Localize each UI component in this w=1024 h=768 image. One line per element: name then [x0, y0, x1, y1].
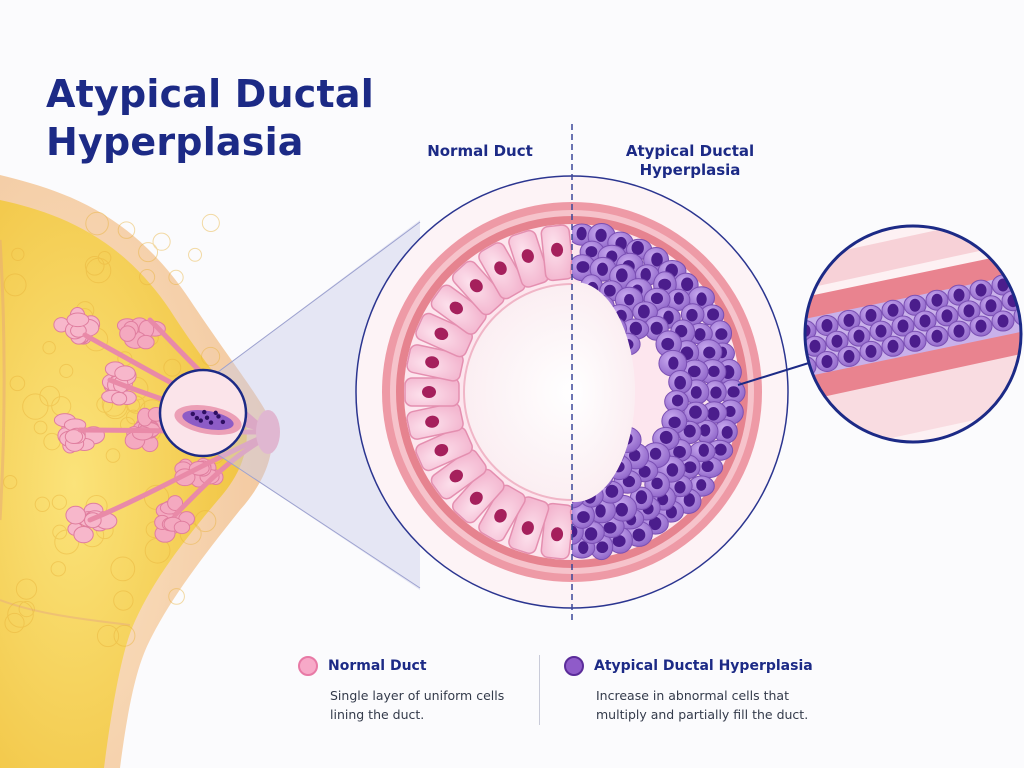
page-title: Atypical Ductal Hyperplasia — [46, 70, 374, 166]
atypical-cell — [708, 320, 733, 347]
zoom-cell — [979, 295, 1003, 317]
atypical-epithelial-cells — [572, 222, 746, 561]
zoom-leader-line — [737, 361, 813, 386]
zoom-cell — [957, 300, 981, 322]
normal-cell — [478, 242, 526, 300]
zoom-cell — [969, 315, 993, 337]
zoom-cell — [805, 320, 817, 342]
atypical-cell-swatch-icon — [564, 656, 584, 676]
zoom-cell — [859, 304, 883, 326]
zoom-cell — [815, 350, 839, 372]
cell-zoom-circle — [803, 224, 1023, 444]
legend-adh: Atypical Ductal Hyperplasia Increase in … — [564, 656, 844, 724]
zoom-cell — [991, 310, 1015, 332]
normal-epithelial-cells — [404, 224, 572, 560]
duct-lumen — [464, 284, 572, 500]
magnification-wedge — [214, 220, 420, 590]
normal-cell — [415, 426, 473, 472]
zoom-cell — [969, 279, 993, 301]
lobule — [116, 317, 166, 350]
normal-cell — [404, 377, 460, 407]
duct-magnifier-ring — [158, 368, 248, 458]
zoom-cell — [925, 289, 949, 311]
nipple — [256, 410, 280, 454]
zoom-cell — [935, 305, 959, 327]
atypical-cell — [689, 441, 716, 463]
atypical-cell — [572, 254, 597, 282]
zoom-cell — [847, 325, 871, 347]
normal-cell — [406, 344, 464, 382]
title-line-1: Atypical Ductal — [46, 72, 374, 116]
title-line-2: Hyperplasia — [46, 120, 304, 164]
atypical-cell — [658, 349, 688, 377]
legend-adh-name: Atypical Ductal Hyperplasia — [594, 658, 813, 674]
zoom-cell — [947, 284, 971, 306]
normal-cell — [430, 284, 487, 335]
zoom-cell — [837, 345, 861, 367]
legend-normal-desc: Single layer of uniform cells lining the… — [330, 688, 505, 722]
normal-cell — [451, 260, 505, 316]
atypical-cell — [644, 315, 669, 341]
zoom-cell — [913, 310, 937, 332]
adh-label-line-1: Atypical Ductal — [625, 142, 755, 160]
normal-cell — [451, 468, 505, 524]
zoom-cell — [825, 330, 849, 352]
normal-cell — [415, 312, 473, 358]
zoom-cell — [891, 315, 915, 337]
normal-cell-swatch-icon — [298, 656, 318, 676]
zoom-cell — [859, 340, 883, 362]
atypical-cell — [572, 502, 595, 529]
zoom-cell — [815, 314, 839, 336]
normal-cell — [478, 484, 526, 542]
legend-adh-desc: Increase in abnormal cells that multiply… — [596, 688, 809, 722]
zoom-cell — [903, 330, 927, 352]
atypical-cell — [694, 339, 723, 365]
atypical-cell — [680, 303, 705, 326]
normal-cell — [508, 229, 550, 288]
normal-cell — [406, 402, 464, 440]
zoom-cell — [881, 335, 905, 357]
atypical-cell — [668, 369, 693, 394]
atypical-cell — [699, 304, 725, 326]
legend-divider — [539, 655, 540, 725]
zoom-cell — [903, 294, 927, 316]
normal-cell — [540, 502, 572, 560]
zoom-cell — [837, 309, 861, 331]
breast-cross-section — [0, 175, 280, 768]
adh-label: Atypical Ductal Hyperplasia — [610, 142, 770, 180]
zoom-cell — [925, 325, 949, 347]
zoom-cell — [805, 335, 827, 357]
zoom-cell — [1013, 269, 1021, 291]
adh-label-line-2: Hyperplasia — [639, 161, 741, 179]
zoom-cell — [947, 320, 971, 342]
atypical-cell — [666, 288, 691, 312]
zoom-cell — [869, 320, 893, 342]
legend-normal-name: Normal Duct — [328, 658, 427, 674]
normal-cell — [540, 224, 572, 282]
normal-duct-label: Normal Duct — [427, 142, 533, 160]
normal-cell — [430, 449, 487, 500]
fat-tissue — [0, 200, 247, 768]
legend-normal: Normal Duct Single layer of uniform cell… — [298, 656, 518, 724]
duct-cross-section — [355, 124, 789, 624]
zoom-cell — [881, 299, 905, 321]
